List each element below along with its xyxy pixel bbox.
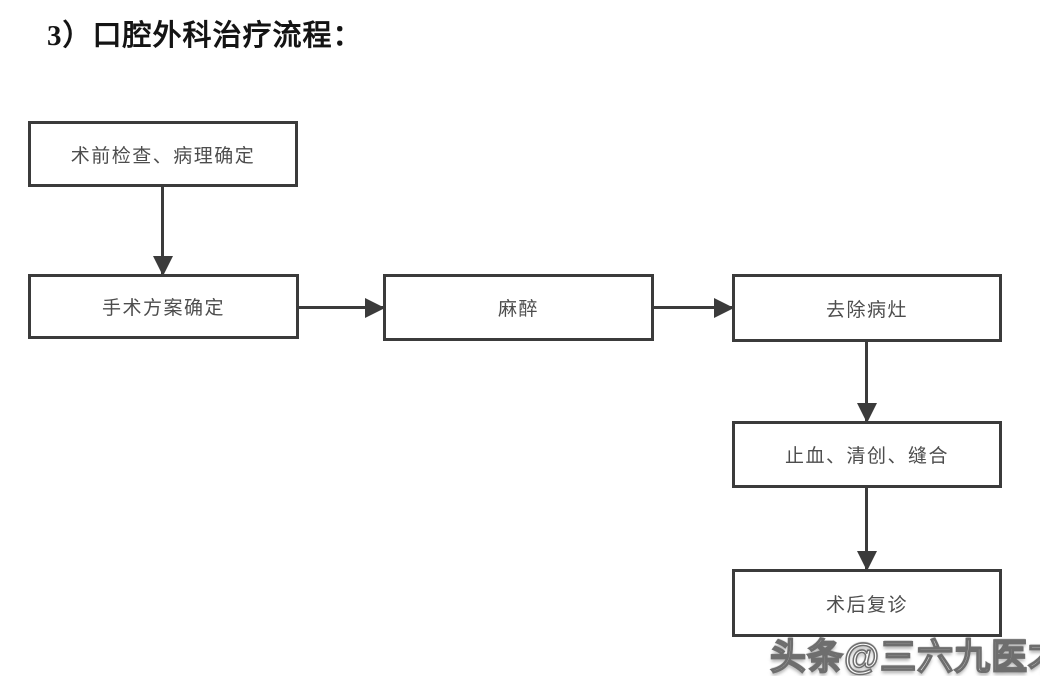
watermark: 头条@三六九医才网 — [769, 635, 1040, 676]
page-title: 3）口腔外科治疗流程： — [47, 20, 363, 52]
flow-node-surgery-plan: 手术方案确定 — [28, 274, 299, 339]
flow-node-anesthesia: 麻醉 — [383, 274, 654, 341]
flow-node-remove-lesion-label: 去除病灶 — [825, 299, 908, 321]
flow-node-hemostasis-label: 止血、清创、缝合 — [784, 446, 949, 467]
flow-node-followup: 术后复诊 — [732, 569, 1002, 637]
flow-node-preop-check: 术前检查、病理确定 — [28, 121, 298, 187]
flow-node-preop-check-label: 术前检查、病理确定 — [70, 145, 256, 167]
flow-node-hemostasis: 止血、清创、缝合 — [732, 421, 1002, 488]
flow-arrow-remove-to-hemostasis — [865, 341, 868, 422]
flow-node-remove-lesion: 去除病灶 — [732, 274, 1002, 342]
flow-node-surgery-plan-label: 手术方案确定 — [101, 298, 225, 319]
flow-arrow-plan-to-anesthesia — [299, 306, 384, 309]
flow-arrow-hemostasis-to-followup — [865, 487, 868, 570]
flow-arrow-anesthesia-to-remove — [653, 306, 733, 309]
flow-node-anesthesia-label: 麻醉 — [497, 299, 539, 320]
flow-arrow-preop-to-plan — [161, 187, 164, 275]
flow-node-followup-label: 术后复诊 — [825, 594, 908, 616]
